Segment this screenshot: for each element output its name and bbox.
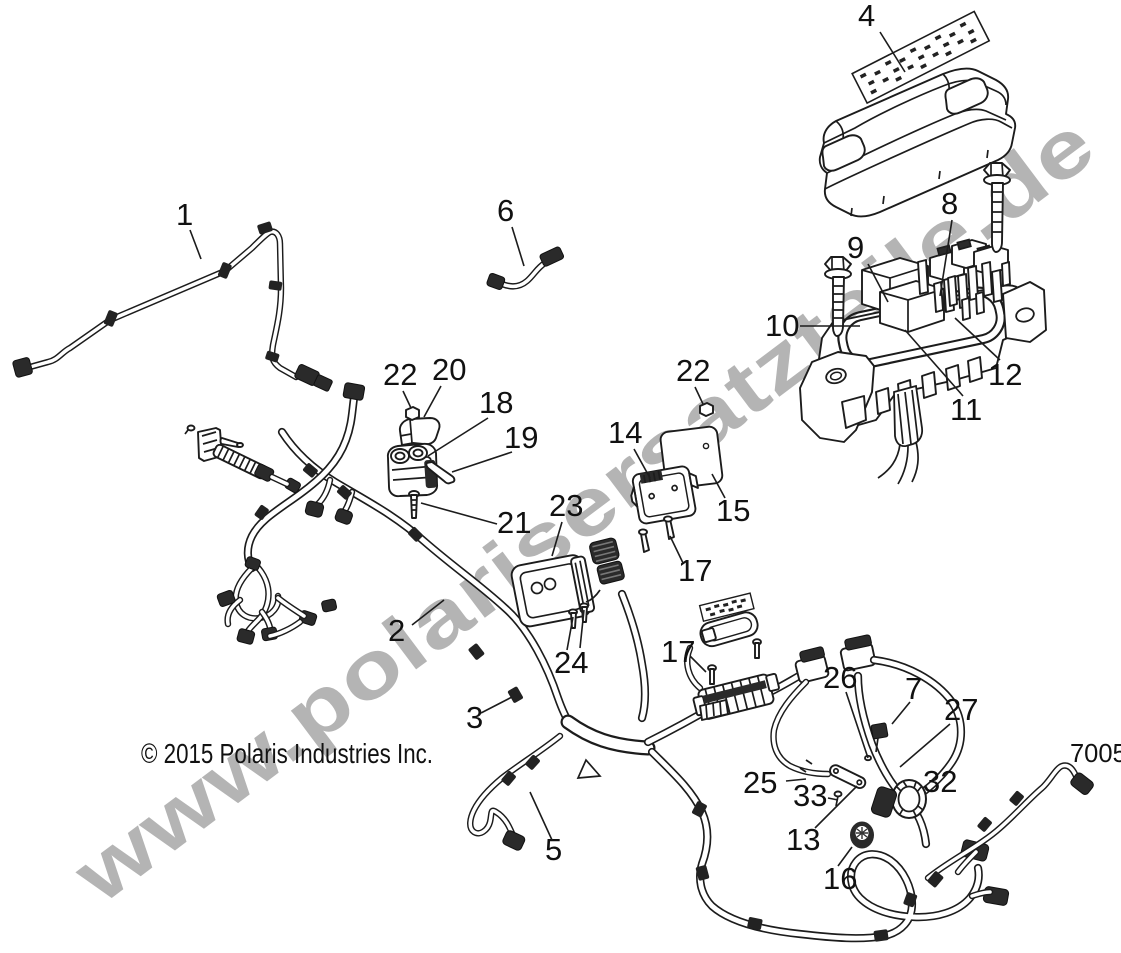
svg-text:7: 7 xyxy=(905,671,922,706)
svg-text:16: 16 xyxy=(823,861,857,896)
svg-text:3: 3 xyxy=(466,700,483,735)
svg-text:18: 18 xyxy=(479,385,513,420)
svg-text:10: 10 xyxy=(765,308,799,343)
svg-text:20: 20 xyxy=(432,352,466,387)
svg-text:21: 21 xyxy=(497,505,531,540)
svg-text:14: 14 xyxy=(608,415,642,450)
svg-text:24: 24 xyxy=(554,645,588,680)
svg-text:33: 33 xyxy=(793,778,827,813)
svg-text:15: 15 xyxy=(716,493,750,528)
svg-text:17: 17 xyxy=(678,553,712,588)
svg-text:25: 25 xyxy=(743,765,777,800)
svg-text:© 2015 Polaris Industries Inc.: © 2015 Polaris Industries Inc. xyxy=(141,738,433,769)
svg-text:9: 9 xyxy=(847,230,864,265)
svg-text:13: 13 xyxy=(786,822,820,857)
svg-text:8: 8 xyxy=(941,186,958,221)
svg-text:32: 32 xyxy=(923,764,957,799)
svg-text:1: 1 xyxy=(176,197,193,232)
svg-text:17: 17 xyxy=(661,634,695,669)
svg-text:6: 6 xyxy=(497,193,514,228)
svg-text:22: 22 xyxy=(383,357,417,392)
svg-text:4: 4 xyxy=(858,0,875,33)
svg-text:70050: 70050 xyxy=(1070,740,1121,768)
svg-text:5: 5 xyxy=(545,832,562,867)
svg-text:11: 11 xyxy=(950,392,982,427)
svg-text:23: 23 xyxy=(549,488,583,523)
svg-text:22: 22 xyxy=(676,353,710,388)
svg-text:19: 19 xyxy=(504,420,538,455)
svg-text:12: 12 xyxy=(988,357,1022,392)
svg-text:26: 26 xyxy=(823,660,857,695)
svg-text:27: 27 xyxy=(944,692,978,727)
svg-text:2: 2 xyxy=(388,613,405,648)
